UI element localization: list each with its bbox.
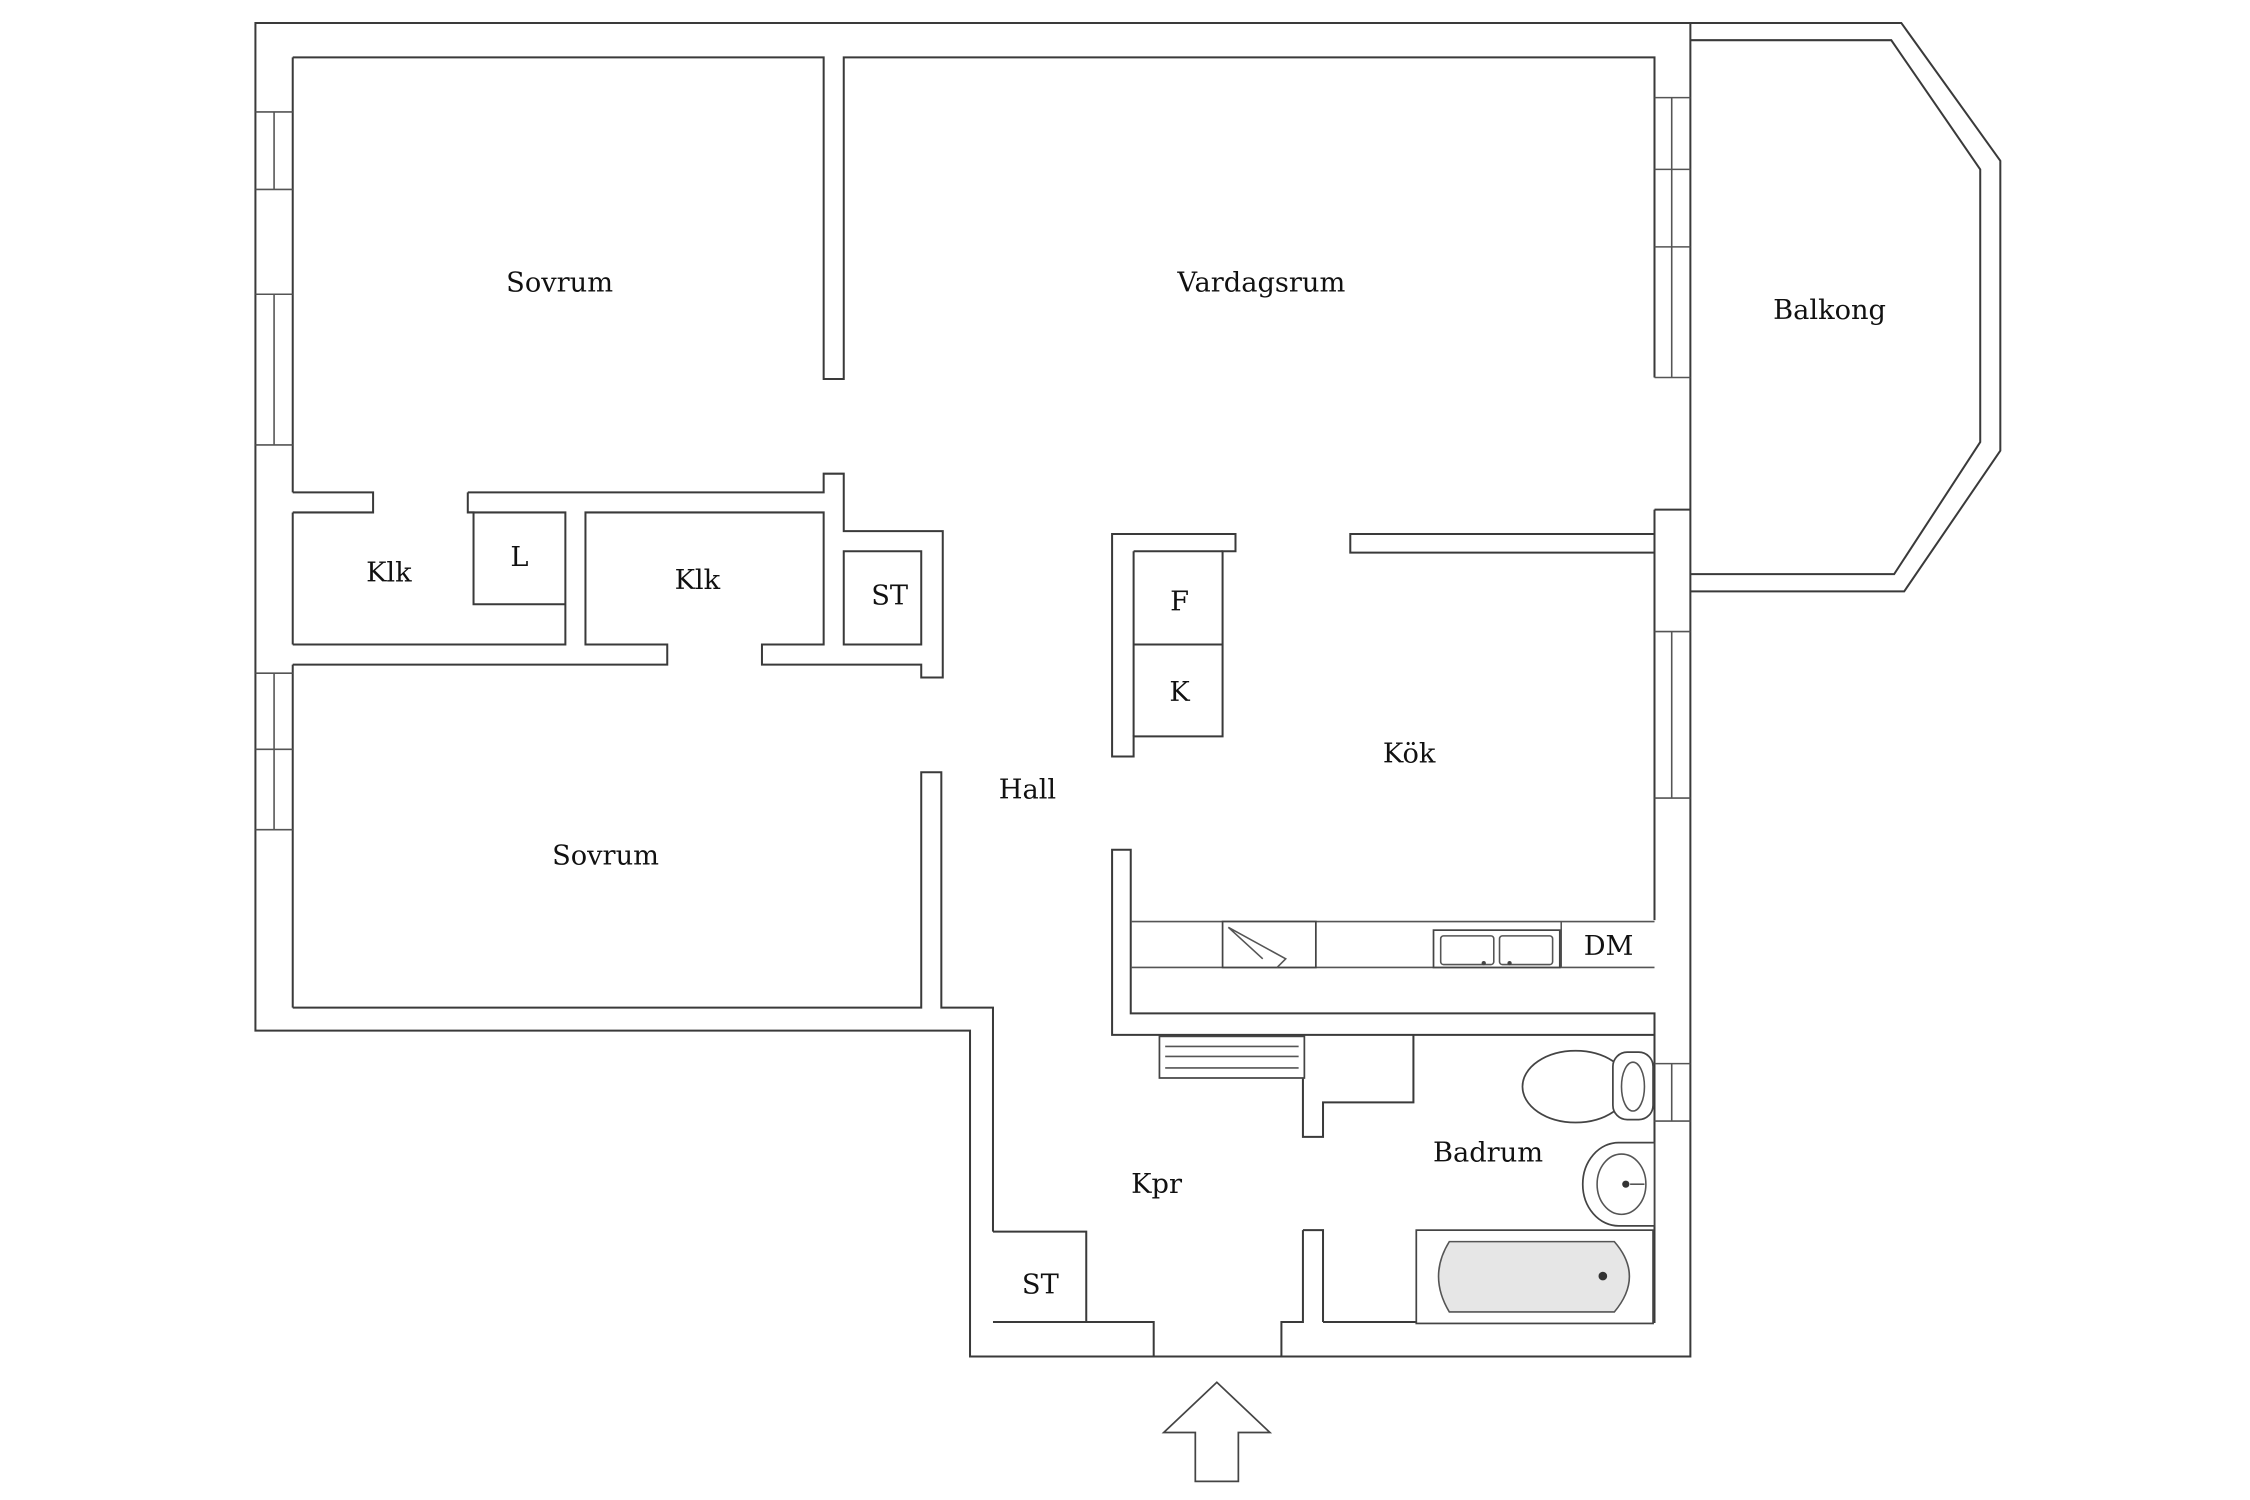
room-label-balkong: Balkong — [1773, 295, 1886, 326]
room-label-kpr: Kpr — [1131, 1169, 1183, 1200]
radiator-icon — [1158, 1035, 1306, 1079]
kitchen-sink-icon — [1432, 929, 1561, 969]
room-label-l: L — [510, 542, 528, 573]
room-label-st-kpr: ST — [1022, 1270, 1059, 1301]
bathtub-icon — [1415, 1229, 1654, 1325]
stove-icon — [1221, 920, 1317, 969]
room-label-k: K — [1169, 677, 1190, 708]
room-label-klk-left: Klk — [366, 558, 412, 589]
room-label-sovrum-bottom: Sovrum — [552, 840, 659, 871]
balcony — [1654, 21, 2002, 593]
room-label-sovrum-top: Sovrum — [506, 268, 613, 299]
room-label-vardagsrum: Vardagsrum — [1176, 268, 1345, 299]
entrance-arrow-icon — [1161, 1381, 1273, 1483]
room-label-hall: Hall — [999, 774, 1056, 805]
washbasin-icon — [1581, 1141, 1656, 1227]
room-label-klk-mid: Klk — [675, 565, 721, 596]
outer-walls — [254, 21, 1692, 1358]
toilet-icon — [1521, 1049, 1654, 1124]
room-label-badrum: Badrum — [1433, 1138, 1543, 1169]
room-label-kok: Kök — [1383, 739, 1436, 770]
room-label-f: F — [1170, 586, 1189, 617]
room-label-st-hall: ST — [871, 581, 908, 612]
interior-walls — [292, 472, 1656, 1324]
room-label-dm: DM — [1584, 931, 1634, 962]
